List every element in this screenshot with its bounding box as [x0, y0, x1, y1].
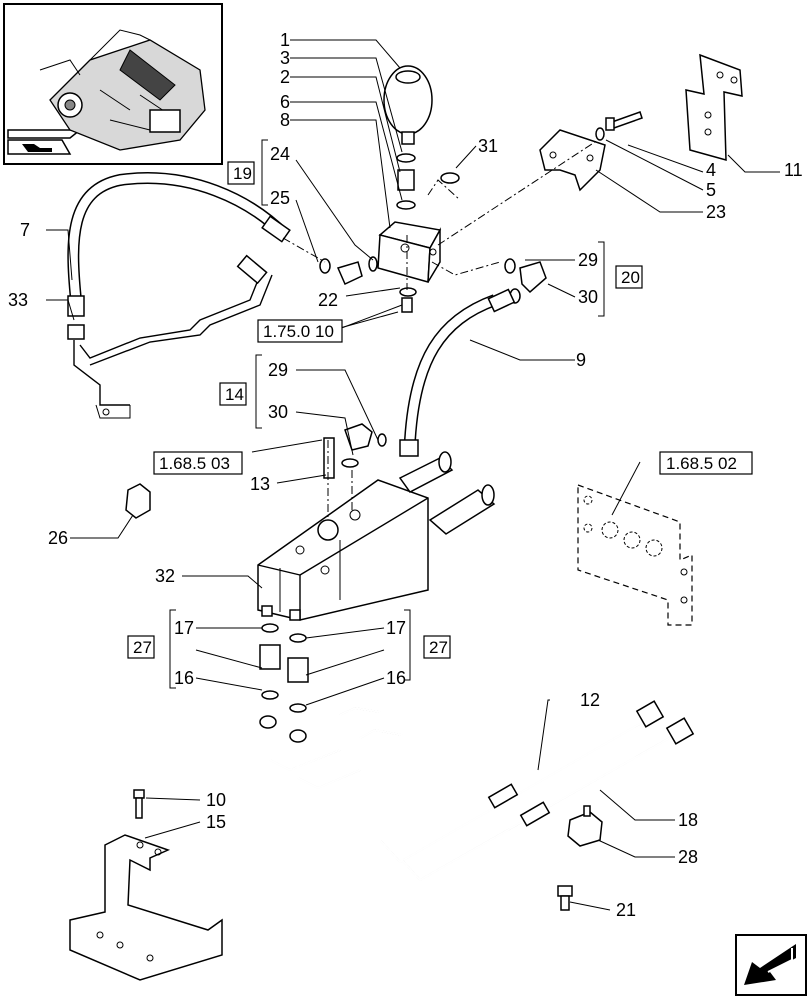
seal-part-6	[396, 200, 416, 210]
svg-text:1.68.5 02: 1.68.5 02	[666, 454, 737, 473]
callout-16-left: 16	[174, 668, 194, 688]
bracket-part-23	[539, 129, 606, 192]
elbow-fitting-part-14	[341, 423, 387, 468]
next-page-arrow-icon[interactable]	[735, 934, 807, 996]
pipe-part-33	[67, 254, 273, 419]
alignment-lines	[282, 139, 599, 520]
ref-box-14[interactable]: 14	[219, 382, 247, 406]
svg-text:27: 27	[429, 638, 448, 657]
callout-7: 7	[20, 220, 30, 240]
callout-11: 11	[784, 160, 803, 180]
screw-part-21	[557, 885, 573, 911]
ref-box-27-right[interactable]: 27	[423, 635, 451, 659]
tractor-thumbnail-icon	[3, 3, 223, 165]
ref-box-1-68-5-03[interactable]: 1.68.5 03	[153, 451, 243, 475]
ref-box-1-75-0-10[interactable]: 1.75.0 10	[257, 319, 343, 343]
callout-29-top: 29	[578, 250, 598, 270]
svg-text:1.68.5 03: 1.68.5 03	[159, 454, 230, 473]
valve-block-part-8	[377, 221, 442, 283]
bracket-part-15	[69, 834, 223, 981]
callout-26: 26	[48, 528, 68, 548]
callout-5: 5	[706, 180, 716, 200]
callout-30-mid: 30	[268, 402, 288, 422]
screw-part-10	[133, 789, 145, 819]
pipe-part-18	[289, 717, 695, 882]
callout-31: 31	[478, 136, 498, 156]
callout-17-right: 17	[386, 618, 406, 638]
callout-6: 6	[280, 92, 290, 112]
page-arrow-small-icon[interactable]	[7, 139, 72, 155]
callout-4: 4	[706, 160, 716, 180]
bolt-part-4	[605, 111, 643, 131]
svg-text:1.75.0 10: 1.75.0 10	[263, 322, 334, 341]
stud-part-13	[323, 437, 335, 479]
washer-part-5	[595, 127, 605, 141]
clamp-part-28	[567, 805, 603, 847]
callout-29-mid: 29	[268, 360, 288, 380]
ref-box-27-left[interactable]: 27	[127, 635, 155, 659]
callout-32: 32	[155, 566, 175, 586]
callout-13: 13	[250, 474, 270, 494]
valve-body-part-32	[257, 451, 496, 621]
svg-text:14: 14	[225, 385, 244, 404]
callout-33: 33	[8, 290, 28, 310]
callout-21: 21	[616, 900, 636, 920]
bracket-ref-1-68-5-02	[577, 484, 693, 626]
pipe-part-12	[259, 700, 665, 864]
callout-18: 18	[678, 810, 698, 830]
hose-part-9	[399, 288, 516, 457]
adapter-part-27-right	[287, 633, 309, 713]
svg-text:27: 27	[133, 638, 152, 657]
svg-text:20: 20	[621, 268, 640, 287]
boxed-references: 19 20 14 27 27 1.75.0 10 1.68.5 03 1.68	[127, 161, 753, 659]
callout-3: 3	[280, 48, 290, 68]
callout-2: 2	[280, 67, 290, 87]
ref-box-1-68-5-02[interactable]: 1.68.5 02	[659, 451, 753, 475]
callout-17-left: 17	[174, 618, 194, 638]
hose-part-7	[67, 172, 291, 317]
fitting-part-2	[397, 169, 415, 191]
callout-23: 23	[706, 202, 726, 222]
callout-1: 1	[280, 30, 290, 50]
seal-part-3	[396, 153, 416, 163]
callout-25: 25	[270, 188, 290, 208]
elbow-fitting-part-24	[319, 256, 378, 286]
callout-9: 9	[576, 350, 586, 370]
seal-part-22	[399, 287, 417, 313]
svg-text:19: 19	[233, 164, 252, 183]
accumulator-part-1	[383, 65, 433, 145]
clip-part-26	[125, 483, 151, 519]
callout-labels: 1 3 2 6 8 24 25 7 33 22 31 4 5 23 11 29 …	[8, 30, 803, 920]
callout-16-right: 16	[386, 668, 406, 688]
callout-15: 15	[206, 812, 226, 832]
callout-30-top: 30	[578, 287, 598, 307]
callout-28: 28	[678, 847, 698, 867]
adapter-part-27-left	[259, 623, 281, 700]
bracket-part-11	[685, 53, 743, 161]
callout-24: 24	[270, 144, 290, 164]
ref-box-20[interactable]: 20	[615, 265, 643, 289]
callout-22: 22	[318, 290, 338, 310]
callout-12: 12	[580, 690, 600, 710]
seal-part-31	[440, 172, 460, 184]
callout-10: 10	[206, 790, 226, 810]
callout-8: 8	[280, 110, 290, 130]
ref-box-19[interactable]: 19	[227, 161, 255, 185]
